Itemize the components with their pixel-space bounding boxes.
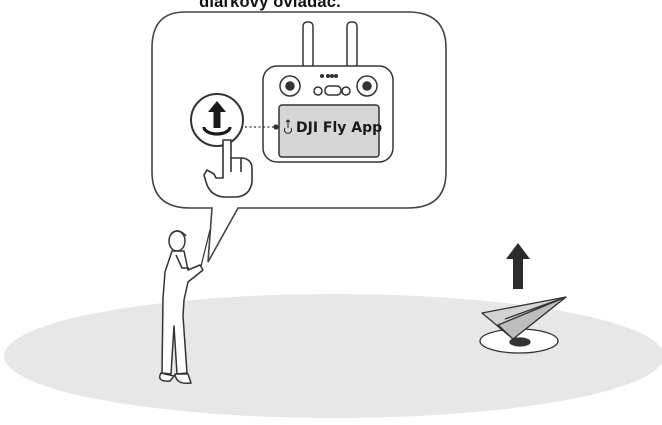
pointer-dot bbox=[273, 124, 278, 129]
return-home-button-icon bbox=[191, 94, 243, 146]
antenna-right bbox=[347, 22, 357, 68]
antenna-left bbox=[303, 22, 313, 68]
app-label: DJI Fly App bbox=[296, 120, 382, 136]
ground-ellipse bbox=[4, 294, 662, 418]
takeoff-arrow-icon bbox=[506, 243, 530, 289]
header-text: diaľkový ovládač. bbox=[0, 0, 540, 12]
